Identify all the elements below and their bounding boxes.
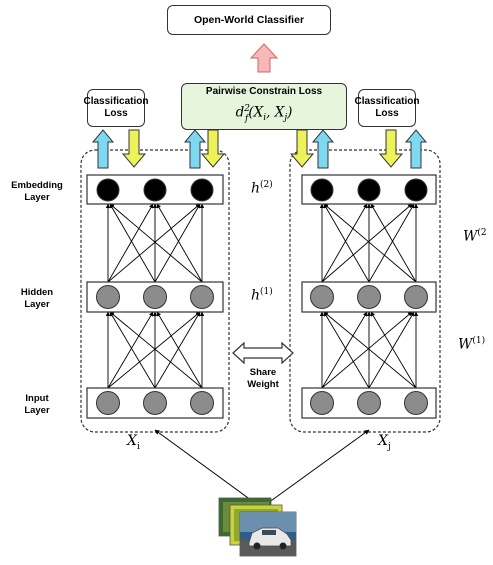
pairwise-loss-title: Pairwise Constrain Loss	[205, 86, 323, 98]
right-hidden-node	[357, 285, 381, 309]
right-loss-line1: Classification	[354, 96, 420, 107]
xj-label: Xj	[378, 433, 391, 452]
right-hidden-embedding-connections	[319, 203, 419, 283]
left-pair-down-arrow	[200, 129, 226, 168]
left-input-node	[143, 391, 167, 415]
right-hidden-node	[404, 285, 428, 309]
left-embedding-node	[143, 178, 167, 202]
left-loss-line2: Loss	[104, 108, 128, 119]
share-weight-arrow	[232, 341, 294, 365]
right-input-node	[310, 391, 334, 415]
h1-label: h(1)	[251, 287, 273, 304]
open-world-classifier-box: Open-World Classifier	[167, 5, 331, 35]
left-input-node	[96, 391, 120, 415]
output-arrow	[249, 43, 279, 73]
left-loss-up-arrow	[91, 129, 115, 169]
right-embedding-node	[404, 178, 428, 202]
w2-label: W(2	[463, 228, 487, 245]
left-loss-down-arrow	[121, 129, 147, 168]
input-images-stack	[218, 497, 297, 557]
input-arrows	[154, 429, 370, 504]
right-input-node	[357, 391, 381, 415]
pairwise-constrain-loss-box: Pairwise Constrain Loss d2f(Xi, Xj)	[181, 83, 347, 130]
left-hidden-node	[143, 285, 167, 309]
right-embedding-node	[357, 178, 381, 202]
h2-label: h(2)	[251, 180, 273, 197]
pairwise-loss-formula: d2f(Xi, Xj)	[235, 104, 293, 124]
right-pair-down-arrow	[289, 129, 315, 168]
right-loss-up-arrow	[404, 129, 428, 169]
right-loss-line2: Loss	[375, 108, 399, 119]
right-input-node	[404, 391, 428, 415]
left-hidden-embedding-connections	[105, 203, 205, 283]
left-embedding-node	[190, 178, 214, 202]
left-input-hidden-connections	[105, 311, 205, 389]
right-classification-loss-box: Classification Loss	[354, 89, 420, 127]
right-hidden-node	[310, 285, 334, 309]
right-input-hidden-connections	[319, 311, 419, 389]
left-pair-up-arrow	[183, 129, 207, 169]
right-loss-down-arrow	[378, 129, 404, 168]
left-classification-loss-box: Classification Loss	[83, 89, 149, 127]
left-hidden-node	[190, 285, 214, 309]
w1-label: W(1)	[458, 336, 486, 353]
right-pair-up-arrow	[311, 129, 335, 169]
left-loss-line1: Classification	[83, 96, 149, 107]
left-input-node	[190, 391, 214, 415]
xi-label: Xi	[127, 433, 140, 452]
left-embedding-node	[96, 178, 120, 202]
right-embedding-node	[310, 178, 334, 202]
left-hidden-node	[96, 285, 120, 309]
